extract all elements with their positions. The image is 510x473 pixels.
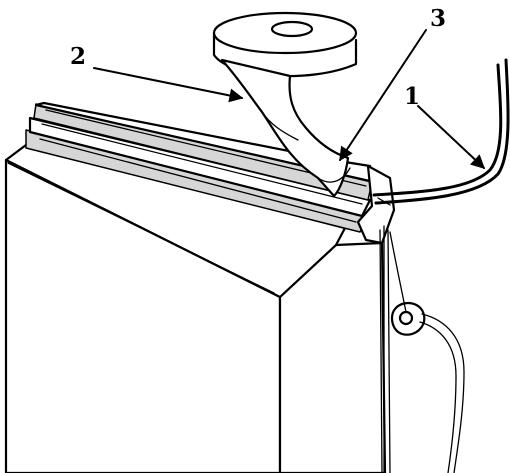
channel-line-right bbox=[387, 229, 391, 473]
wire-loop-inner bbox=[419, 321, 457, 473]
label-3: 3 bbox=[430, 5, 446, 32]
clip-eyelet bbox=[398, 310, 414, 326]
label-1: 1 bbox=[404, 83, 420, 110]
wire-loop bbox=[421, 313, 465, 473]
corner-block bbox=[356, 164, 396, 245]
tape-strip-fold bbox=[261, 111, 299, 141]
label-2: 2 bbox=[70, 43, 86, 70]
wire-bundle-b bbox=[374, 58, 510, 205]
tape-roll-core bbox=[270, 20, 314, 38]
channel-line-left bbox=[379, 229, 383, 473]
rail-groove-3 bbox=[39, 138, 357, 223]
wire-drop bbox=[389, 231, 407, 313]
rail-groove-2 bbox=[41, 123, 363, 205]
tape-strip bbox=[220, 58, 350, 198]
leader-arrow-1 bbox=[417, 105, 486, 169]
wire-bundle-a bbox=[372, 63, 503, 197]
leader-arrow-3 bbox=[339, 29, 427, 162]
front-edge-bevel bbox=[7, 162, 275, 294]
tape-backing bbox=[317, 167, 351, 183]
leader-arrow-2 bbox=[93, 67, 244, 103]
